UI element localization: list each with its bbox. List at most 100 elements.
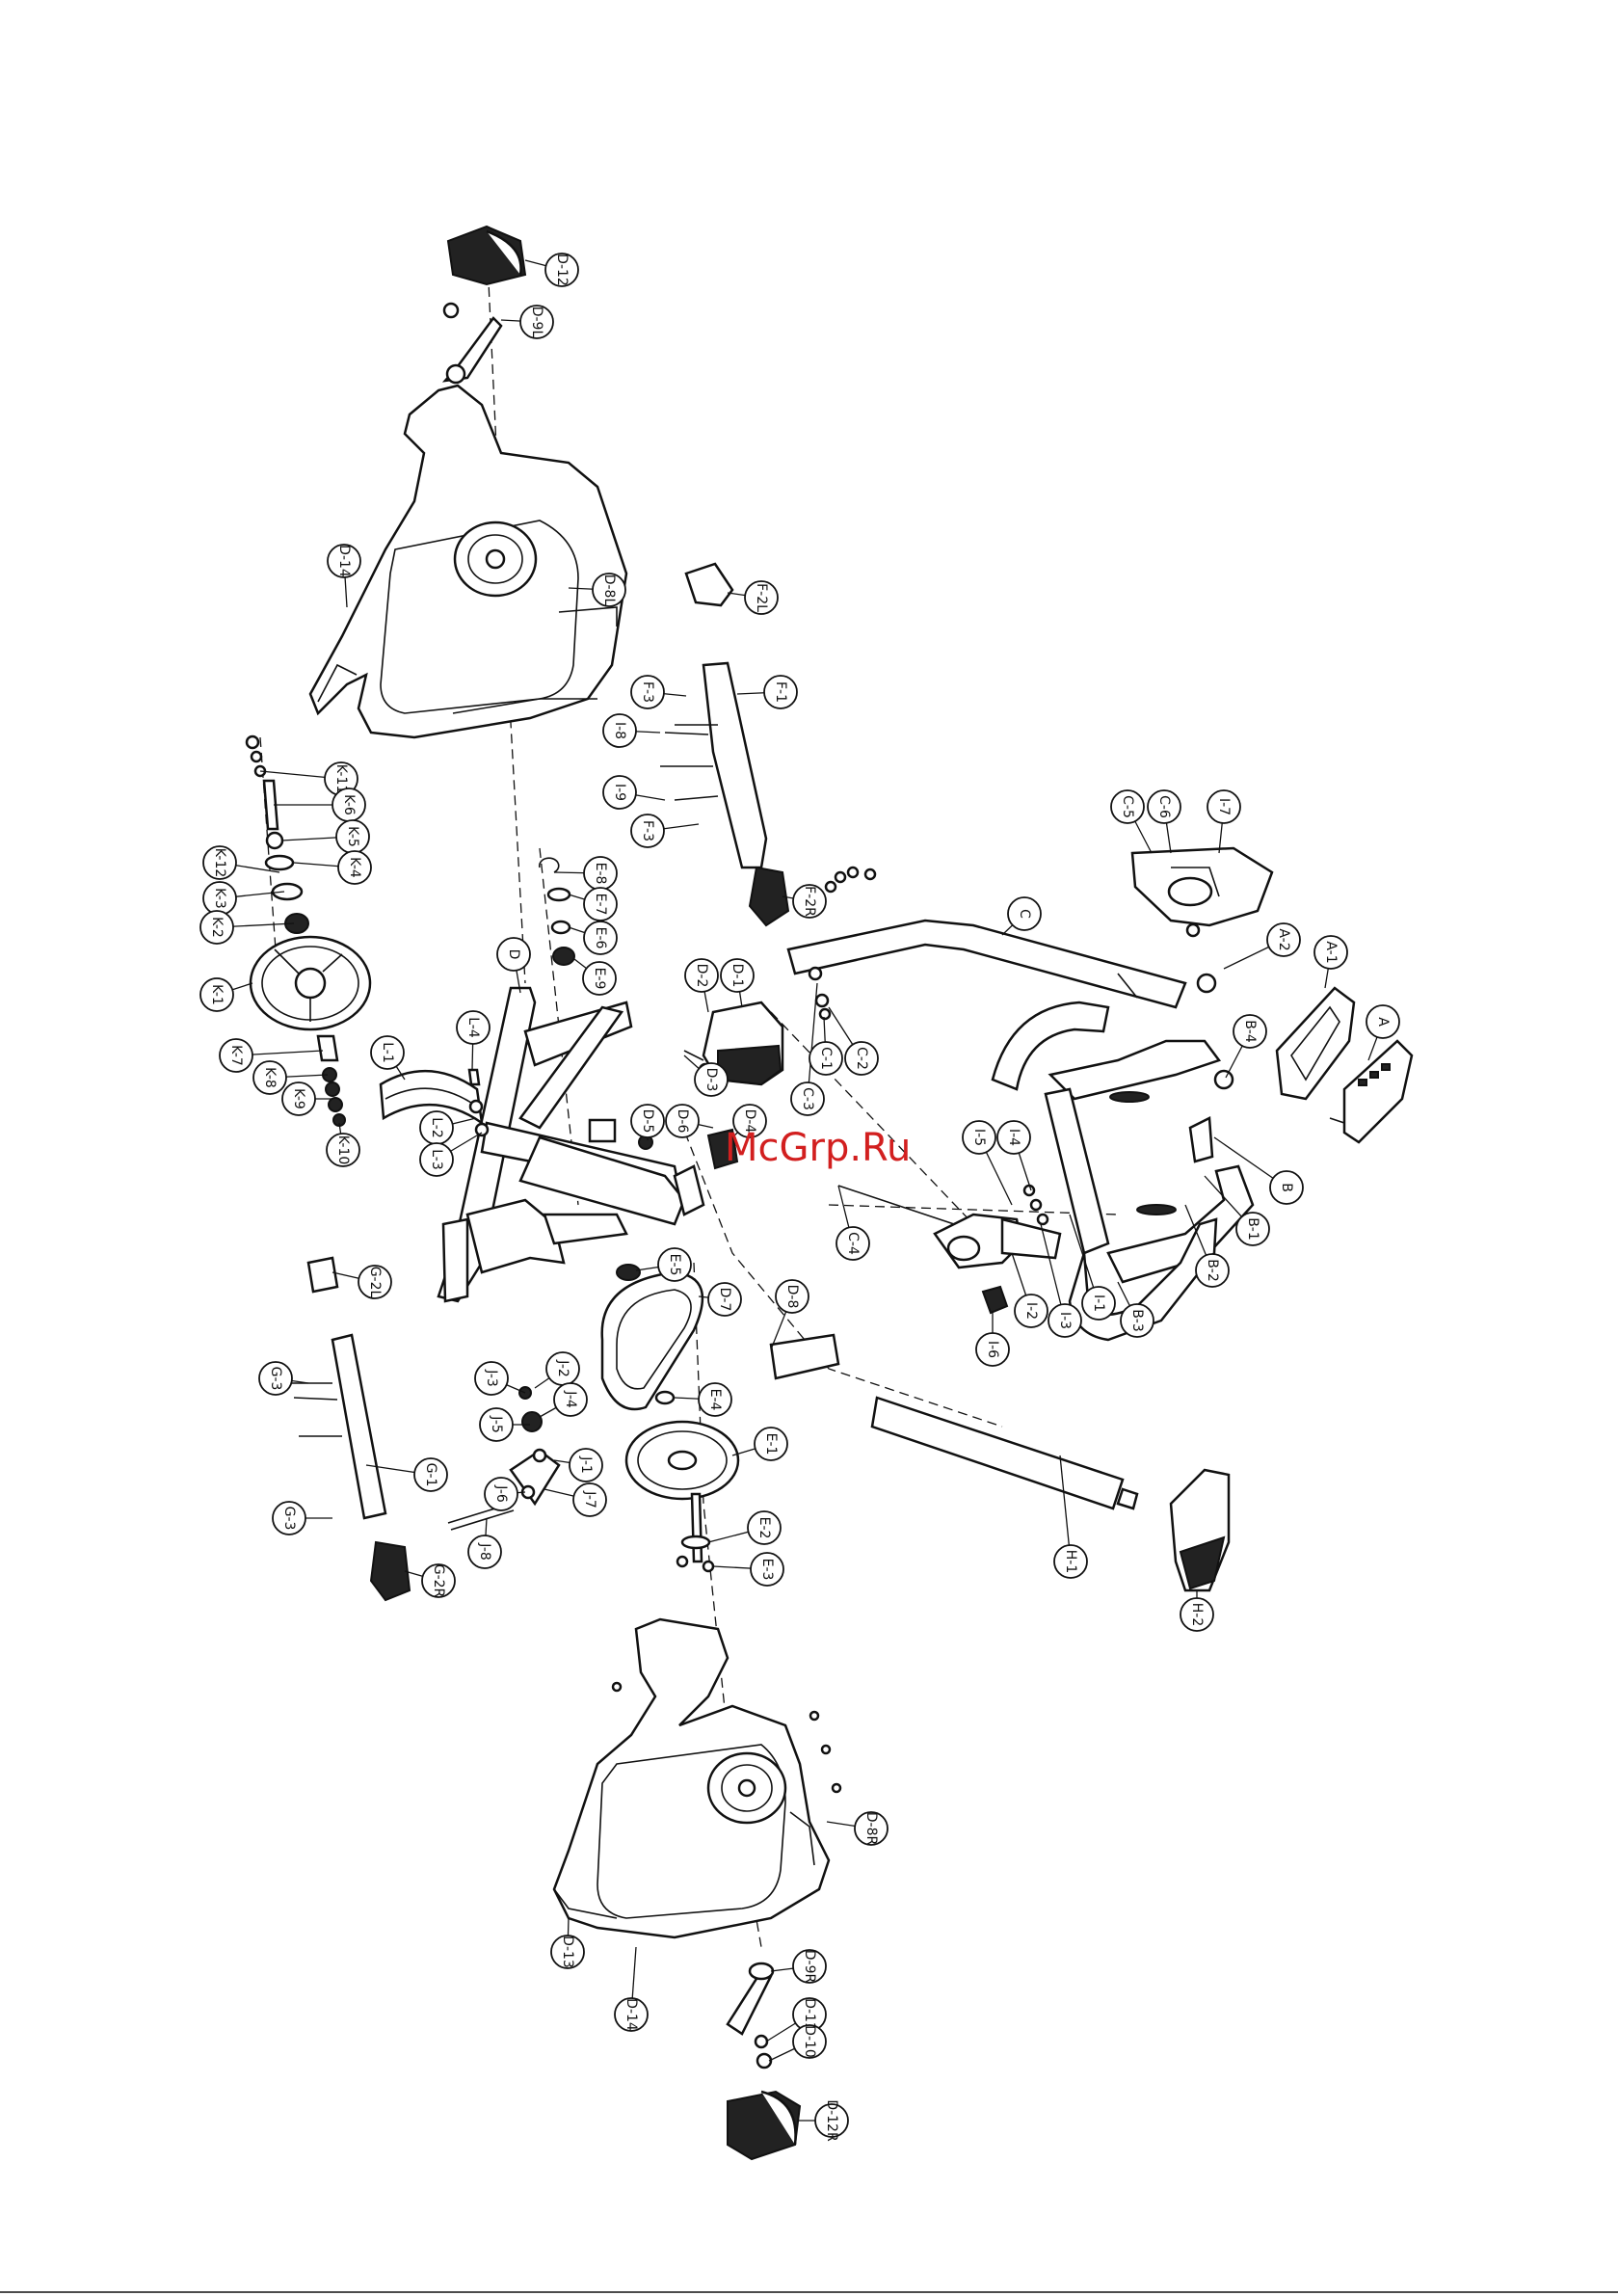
callout-i-1: I-1 xyxy=(1081,1286,1116,1321)
callout-circle xyxy=(419,1142,454,1177)
callout-circle xyxy=(421,1563,456,1598)
callout-j-8: J-8 xyxy=(467,1535,502,1569)
callout-l-3: L-3 xyxy=(419,1142,454,1177)
crank-rings xyxy=(538,857,575,966)
callout-circle xyxy=(1269,1170,1304,1205)
callout-label: D-12R xyxy=(824,2099,839,2142)
callout-circle xyxy=(732,1104,767,1138)
callout-k-10: K-10 xyxy=(326,1133,360,1167)
seat-clamp xyxy=(837,1184,1062,1315)
callout-circle xyxy=(479,1407,514,1442)
callout-circle xyxy=(630,675,665,709)
callout-label: K-2 xyxy=(209,917,225,938)
callout-a-2: A-2 xyxy=(1266,922,1301,957)
callout-d-9r: D-9R xyxy=(792,1949,827,1984)
callout-b-4: B-4 xyxy=(1233,1014,1267,1049)
callout-circle xyxy=(519,305,554,339)
callout-label: D-1 xyxy=(729,964,745,988)
callout-circle xyxy=(583,921,618,955)
callout-label: K-6 xyxy=(341,794,357,815)
callout-circle xyxy=(707,1282,742,1317)
callout-circle xyxy=(474,1361,509,1396)
callout-label: J-2 xyxy=(555,1359,570,1377)
callout-circle xyxy=(327,544,361,578)
callout-c-1: C-1 xyxy=(809,1041,843,1076)
callout-d-12r: D-12R xyxy=(814,2099,849,2142)
tension-knob-group xyxy=(638,1001,784,1170)
callout-d-6: D-6 xyxy=(665,1104,700,1138)
callout-d-12: D-12 xyxy=(544,253,579,287)
callout-f-1: F-1 xyxy=(763,675,798,709)
callout-label: L-4 xyxy=(465,1017,481,1038)
callout-circle xyxy=(1180,1597,1214,1632)
callout-label: C-4 xyxy=(845,1232,861,1255)
callout-label: F-3 xyxy=(640,820,655,841)
callout-j-5: J-5 xyxy=(479,1407,514,1442)
seat-post xyxy=(769,1333,1231,1592)
callout-label: D-10 xyxy=(802,2025,817,2058)
callout-b-2: B-2 xyxy=(1195,1253,1230,1288)
callout-circle xyxy=(496,937,531,972)
callout-d-4: D-4 xyxy=(732,1104,767,1138)
callout-c-4: C-4 xyxy=(836,1226,870,1261)
callout-k-6: K-6 xyxy=(332,788,366,822)
callout-k-8: K-8 xyxy=(252,1060,287,1095)
callout-circle xyxy=(272,1501,306,1535)
callout-label: C-2 xyxy=(854,1047,869,1070)
callout-e-5: E-5 xyxy=(657,1247,692,1282)
callout-label: K-12 xyxy=(212,848,227,878)
callout-circle xyxy=(698,1382,732,1417)
callout-label: L-3 xyxy=(429,1149,444,1170)
callout-label: C-6 xyxy=(1156,795,1172,818)
right-side-cover xyxy=(552,1617,842,1939)
callout-d-9l: D-9L xyxy=(519,305,554,339)
callout-label: D xyxy=(506,949,521,960)
callout-label: C-1 xyxy=(818,1047,834,1070)
callout-label: D-8R xyxy=(863,1812,879,1846)
callout-e-2: E-2 xyxy=(747,1510,782,1545)
callout-label: I-6 xyxy=(985,1341,1000,1358)
leader-line-c-3 xyxy=(807,982,818,1100)
callout-e-1: E-1 xyxy=(754,1427,788,1461)
callout-label: B-4 xyxy=(1242,1020,1258,1043)
callout-d-13: D-13 xyxy=(550,1935,585,1969)
callout-circle xyxy=(975,1332,1010,1367)
callout-circle xyxy=(1313,935,1348,970)
callout-label: D-7 xyxy=(717,1288,732,1312)
callout-label: E-5 xyxy=(667,1254,682,1276)
callout-circle xyxy=(744,580,779,615)
callout-label: A xyxy=(1375,1017,1391,1027)
callout-circle xyxy=(467,1535,502,1569)
callout-circle xyxy=(202,845,237,880)
callout-label: E-8 xyxy=(593,863,608,885)
callout-circle xyxy=(281,1081,316,1116)
callout-k-2: K-2 xyxy=(199,910,234,945)
callout-label: B-2 xyxy=(1205,1259,1220,1282)
callout-b-3: B-3 xyxy=(1120,1303,1154,1338)
callout-circle xyxy=(413,1457,448,1492)
callout-d-11: D-11 xyxy=(792,1997,827,2032)
callout-label: K-9 xyxy=(291,1088,306,1109)
callout-circle xyxy=(1233,1014,1267,1049)
callout-e-3: E-3 xyxy=(750,1552,784,1587)
flywheel-assembly xyxy=(245,734,372,1127)
callout-c-6: C-6 xyxy=(1147,789,1181,824)
callout-j-7: J-7 xyxy=(572,1482,607,1517)
callout-circle xyxy=(199,910,234,945)
callout-circle xyxy=(750,1552,784,1587)
callout-g-1: G-1 xyxy=(413,1457,448,1492)
callout-d-3: D-3 xyxy=(694,1062,729,1097)
callout-circle xyxy=(370,1035,405,1070)
callout-circle xyxy=(720,958,755,993)
callout-e-4: E-4 xyxy=(698,1382,732,1417)
callout-circle xyxy=(1207,789,1241,824)
callout-circle xyxy=(602,713,637,748)
left-side-cover xyxy=(308,384,628,739)
callout-label: I-7 xyxy=(1216,798,1232,815)
callout-b: B xyxy=(1269,1170,1304,1205)
callout-label: E-7 xyxy=(593,894,608,916)
callout-label: C-5 xyxy=(1120,795,1135,818)
callout-d-8r: D-8R xyxy=(854,1811,889,1846)
